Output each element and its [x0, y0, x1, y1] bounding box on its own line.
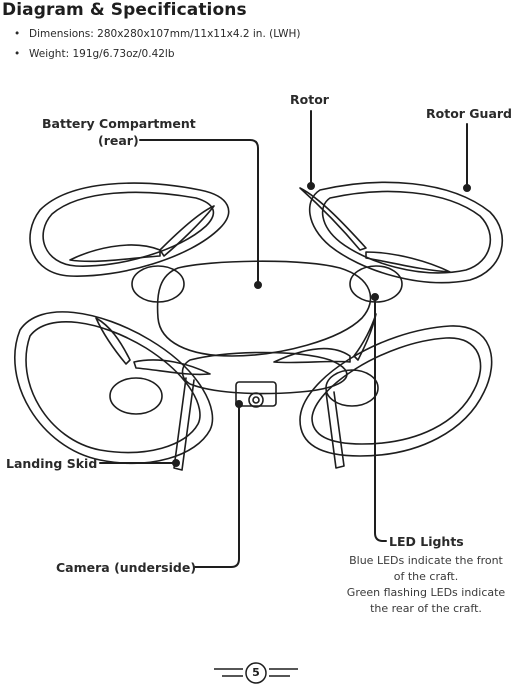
leader-camera-dot [235, 400, 243, 408]
leader-led [374, 296, 387, 542]
propeller-rear-right [273, 313, 377, 364]
label-rotor: Rotor [290, 92, 329, 107]
leader-rotor-guard-dot [463, 184, 471, 192]
landing-skid-right [325, 391, 345, 469]
motor-front-left [131, 265, 185, 303]
rotor-guard-rear-right [299, 325, 493, 457]
leader-battery [139, 139, 259, 286]
led-note: Blue LEDs indicate the front of the craf… [338, 553, 514, 617]
motor-rear-left [109, 377, 163, 415]
led-note-line: of the craft. [393, 570, 459, 583]
landing-skid-left [173, 377, 195, 471]
leader-battery-dot [254, 281, 262, 289]
led-note-line: Green flashing LEDs indicate [346, 586, 506, 599]
propeller-rear-left [95, 317, 211, 376]
propeller-front-left [69, 205, 215, 263]
leader-landing-skid-dot [172, 459, 180, 467]
label-led-lights: LED Lights [389, 534, 464, 549]
camera-body [235, 381, 277, 407]
leader-led-dot [371, 293, 379, 301]
page-title: Diagram & Specifications [2, 0, 247, 20]
rotor-guard-front-right [308, 181, 504, 284]
label-camera: Camera (underside) [56, 560, 197, 575]
leader-camera [194, 403, 240, 568]
led-note-line: the rear of the craft. [370, 602, 482, 615]
drone-body [156, 260, 372, 357]
spec-weight: Weight: 191g/6.73oz/0.42lb [14, 44, 301, 64]
propeller-front-right [299, 187, 451, 273]
page-number: 5 [252, 666, 260, 679]
camera-lens [248, 392, 264, 408]
spec-list: Dimensions: 280x280x107mm/11x11x4.2 in. … [14, 24, 301, 64]
rotor-guard-front-left [29, 182, 230, 277]
label-battery-compartment: Battery Compartment [42, 116, 196, 131]
page-number-ornament [214, 662, 298, 684]
leader-rotor-dot [307, 182, 315, 190]
spec-dimensions: Dimensions: 280x280x107mm/11x11x4.2 in. … [14, 24, 301, 44]
label-landing-skid: Landing Skid [6, 456, 98, 471]
led-note-line: Blue LEDs indicate the front [349, 554, 503, 567]
motor-rear-right [325, 369, 379, 407]
label-battery-rear: (rear) [98, 133, 139, 148]
label-rotor-guard: Rotor Guard [426, 106, 512, 121]
